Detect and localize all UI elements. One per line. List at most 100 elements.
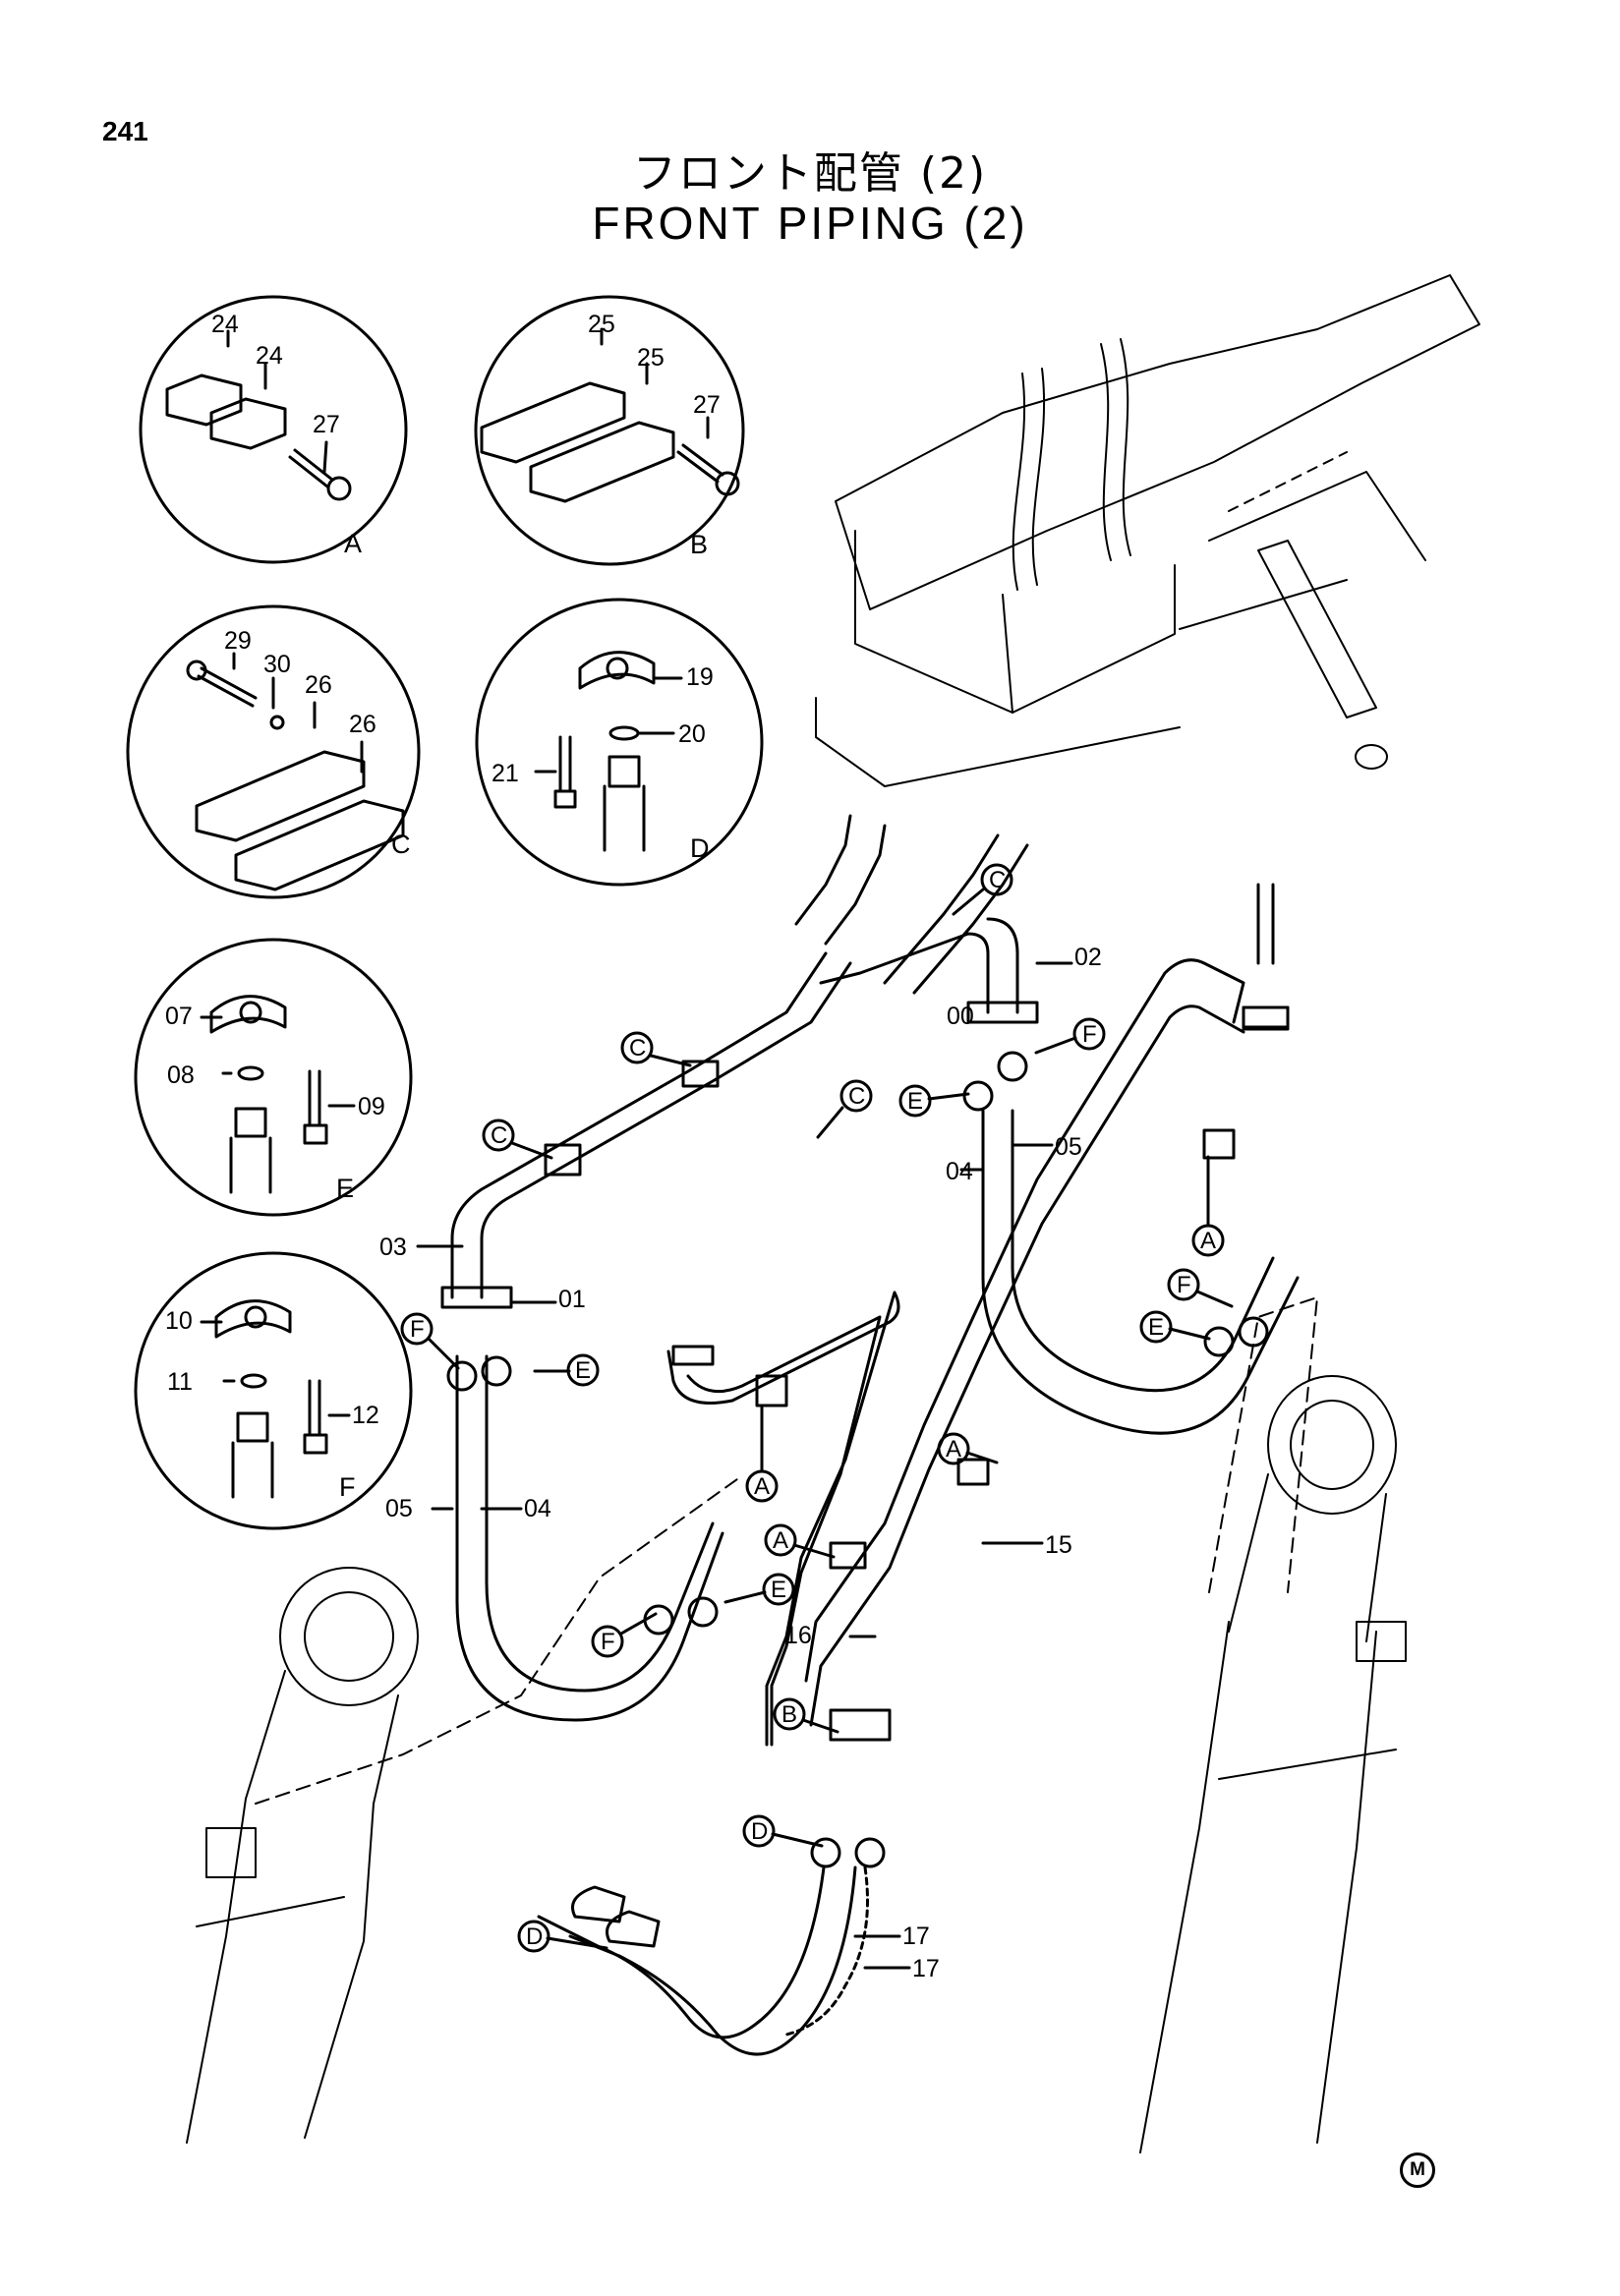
o-ring-icon [608,725,640,741]
part-05-left: 05 [385,1495,413,1522]
detail-b-part-3: 27 [693,391,721,419]
pipe-clamp-icon [165,373,287,450]
page-number: 241 [102,116,148,146]
detail-f-part-1: 10 [165,1307,193,1335]
detail-c-part-1: 29 [224,627,252,655]
callout-f-3: F [1167,1268,1234,1308]
detail-f: 10 11 12 F [134,1251,413,1530]
part-01: 01 [558,1286,586,1313]
callout-a-4: A [764,1523,836,1559]
part-15: 15 [1045,1531,1072,1559]
detail-c-letter: C [391,830,411,859]
svg-text:C: C [848,1083,865,1110]
pipe-clamp-icon [480,381,675,503]
part-17-lower: 17 [912,1955,940,1982]
svg-text:A: A [1200,1228,1216,1254]
callout-d-2: D [517,1920,608,1953]
svg-text:E: E [771,1577,786,1603]
callout-c-2: C [816,1079,873,1139]
part-numbers: 02 00 01 03 04 05 05 04 15 16 17 17 [379,944,1102,1982]
callout-a-1: A [1191,1155,1225,1257]
title-japanese: フロント配管 (2) [632,148,988,199]
detail-d: 19 20 21 D [475,598,764,887]
detail-c: 29 30 26 26 C [126,604,421,899]
pipe-clamp-icon [195,750,405,891]
svg-text:C: C [989,867,1006,893]
svg-text:A: A [946,1436,961,1463]
detail-a-letter: A [344,529,362,558]
bolt-icon [288,448,352,501]
svg-text:E: E [1148,1314,1164,1341]
callout-e-2: E [533,1353,600,1387]
bolt-icon [186,660,258,708]
svg-text:E: E [907,1088,923,1115]
part-02: 02 [1074,944,1102,971]
detail-c-part-3: 26 [305,671,332,699]
detail-d-letter: D [690,833,710,863]
o-ring-icon [237,1065,264,1081]
split-flange-icon [578,651,656,690]
svg-text:A: A [773,1527,788,1554]
detail-a-part-1: 24 [211,311,239,338]
part-17-upper: 17 [902,1923,930,1950]
callout-e-3: E [1139,1310,1211,1344]
bolt-icon [303,1069,328,1145]
svg-text:E: E [575,1357,591,1384]
detail-a-part-3: 27 [313,411,340,438]
detail-f-part-2: 11 [167,1368,193,1396]
svg-text:F: F [1177,1272,1191,1298]
callout-c-4: C [482,1119,553,1160]
detail-e-letter: E [336,1174,354,1203]
bolt-icon [303,1379,328,1455]
svg-text:C: C [491,1122,507,1149]
callout-d-1: D [742,1814,824,1848]
svg-text:A: A [754,1473,770,1500]
detail-e-part-3: 09 [358,1093,385,1120]
title-english: FRONT PIPING (2) [592,198,1028,249]
o-ring-icon [240,1373,267,1389]
detail-b-letter: B [690,530,708,559]
detail-d-part-1: 19 [686,663,714,691]
callout-c-3: C [620,1031,692,1067]
svg-text:F: F [410,1316,425,1343]
detail-e: 07 08 09 E [134,938,413,1217]
piping-main [416,814,1300,2056]
detail-a: 24 24 27 A [139,295,408,564]
detail-e-part-2: 08 [167,1062,195,1089]
callout-b-1: B [773,1697,839,1734]
split-flange-icon [209,995,287,1034]
part-04-left: 04 [524,1495,551,1522]
detail-f-part-3: 12 [352,1402,379,1429]
detail-f-letter: F [339,1472,356,1502]
detail-d-part-2: 20 [678,720,706,748]
part-05-right: 05 [1055,1133,1082,1161]
svg-text:F: F [1082,1021,1097,1048]
detail-b-part-1: 25 [588,311,615,338]
detail-c-part-2: 30 [263,651,291,678]
detail-b-part-2: 25 [637,344,665,372]
callout-e-4: E [723,1573,795,1606]
svg-text:D: D [751,1818,768,1845]
callout-a-3: A [937,1432,999,1465]
cylinder-left [186,1478,738,2144]
svg-text:D: D [526,1923,543,1950]
part-04-right: 04 [946,1158,973,1185]
cylinder-right [1139,1296,1407,2153]
detail-e-part-1: 07 [165,1003,193,1030]
callout-f-1: F [1034,1017,1106,1055]
detail-d-part-3: 21 [492,760,519,787]
callout-f-2: F [400,1312,460,1370]
split-flange-icon [214,1299,292,1339]
bolt-icon [553,735,577,809]
part-00: 00 [947,1003,974,1030]
svg-text:F: F [601,1629,615,1655]
callout-c-1: C [952,863,1013,916]
part-16: 16 [784,1622,812,1649]
detail-a-part-2: 24 [256,342,283,370]
detail-b: 25 25 27 B [474,295,745,566]
boom-structure [815,274,1480,787]
detail-c-part-4: 26 [349,711,376,738]
callout-f-4: F [591,1612,658,1658]
